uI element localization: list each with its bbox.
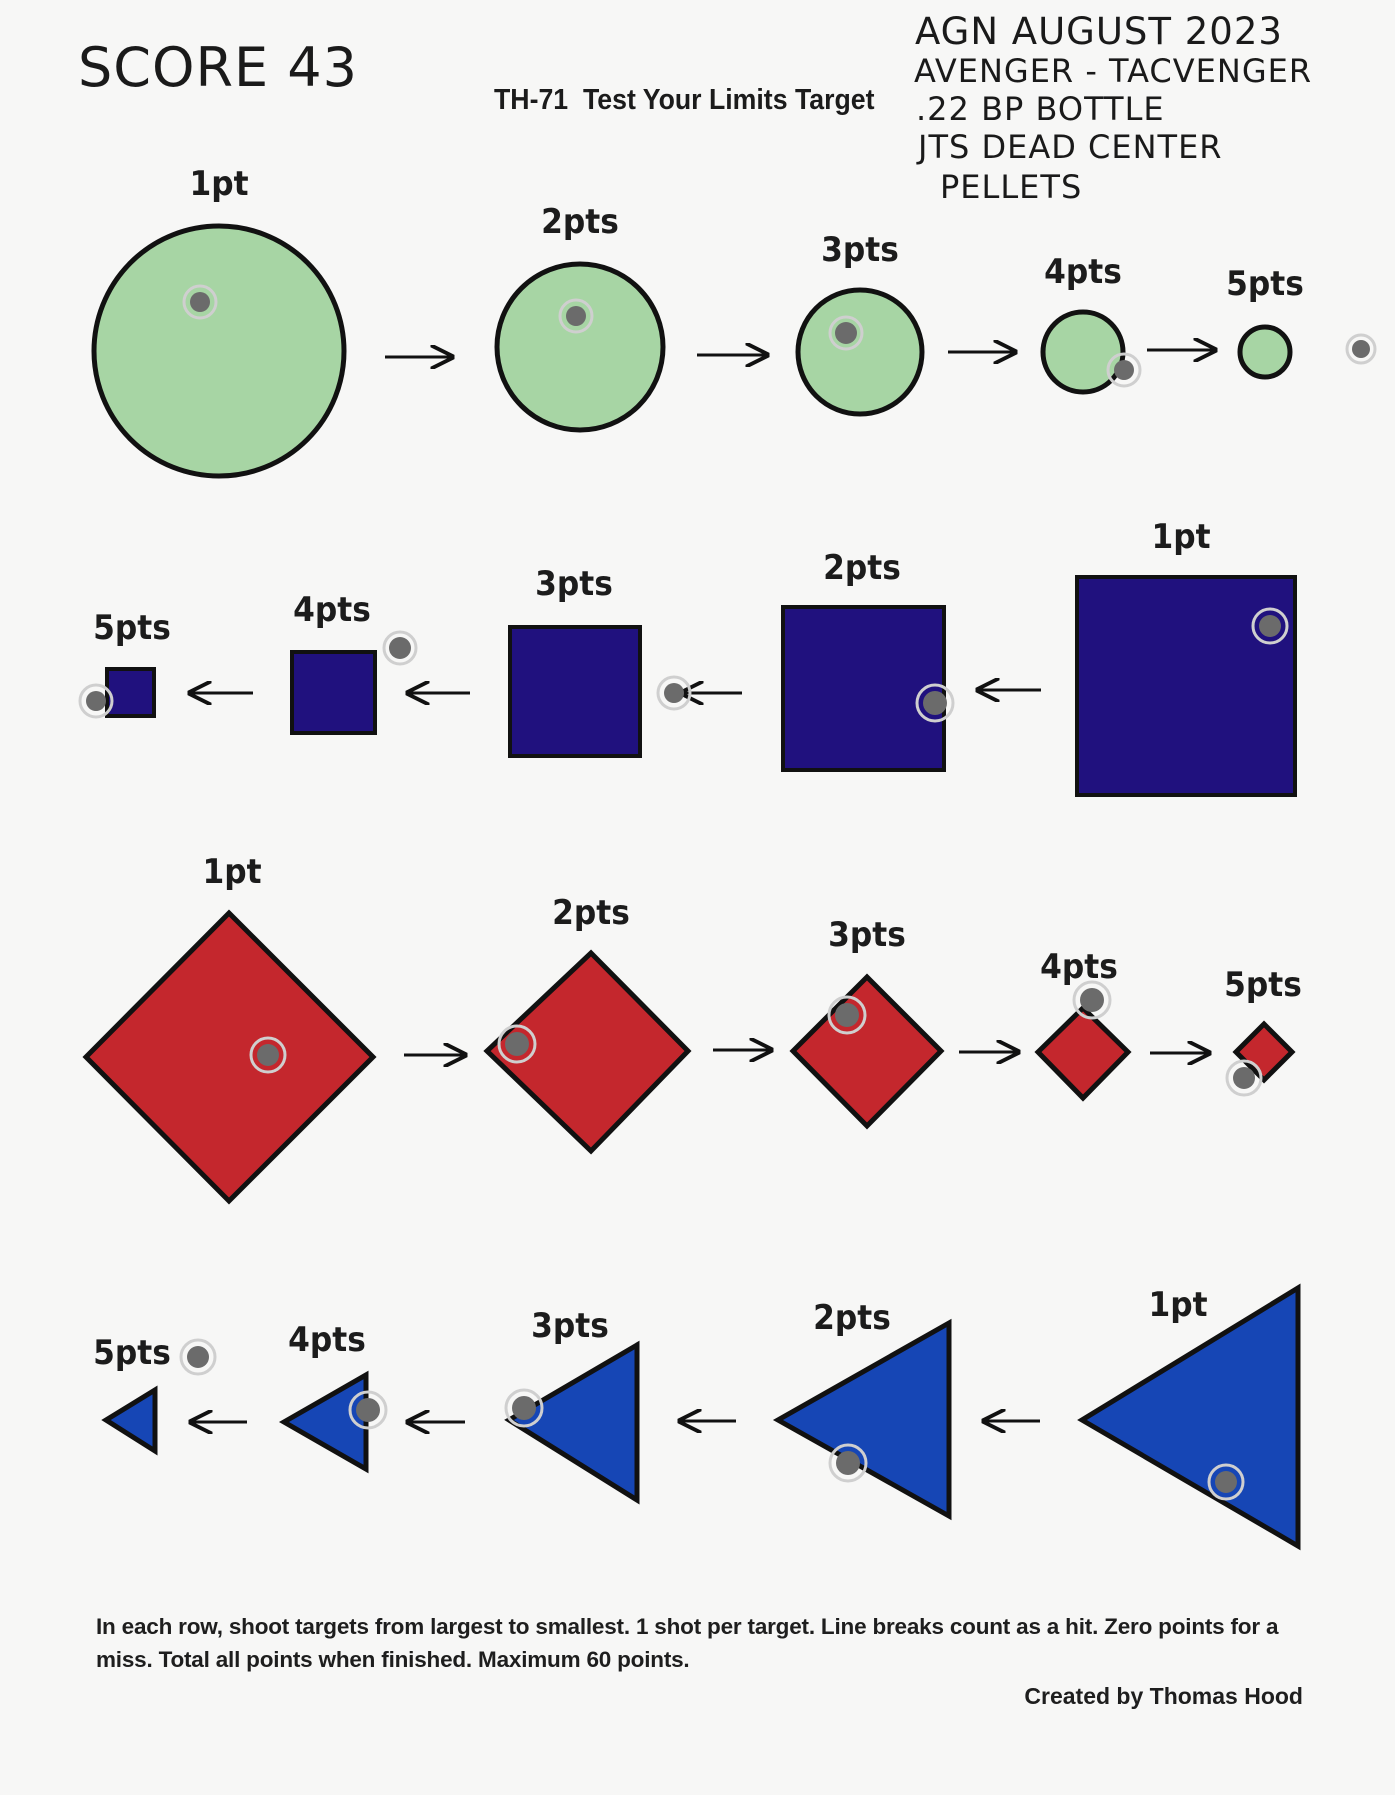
- pellet-hole: [558, 298, 594, 334]
- credit-text: Created by Thomas Hood: [1024, 1683, 1303, 1709]
- circle-target-2pts[interactable]: [494, 261, 666, 433]
- pellet-hole: [1345, 333, 1377, 365]
- pellet-hole: [497, 1024, 537, 1064]
- diamond-row: [82, 909, 1296, 1205]
- handwritten-note-1: AGN AUGUST 2023: [915, 10, 1283, 53]
- square-target-3pts[interactable]: [508, 625, 642, 758]
- pellet-hole: [828, 1443, 868, 1483]
- triangle-target-1pt[interactable]: [1077, 1283, 1301, 1551]
- handwritten-note-4: JTS DEAD CENTER: [918, 128, 1223, 166]
- square-target-2pts[interactable]: [781, 605, 946, 772]
- square-target-4pts[interactable]: [290, 650, 377, 735]
- square-label-1: 1pt: [1151, 517, 1211, 557]
- handwritten-note-2: AVENGER - TACVENGER: [914, 52, 1313, 90]
- sheet-title: TH-71 Test Your Limits Target: [494, 84, 875, 116]
- triangle-target-2pts[interactable]: [772, 1318, 952, 1521]
- diamond-label-2: 2pts: [552, 893, 630, 933]
- instructions-text: In each row, shoot targets from largest …: [96, 1614, 1279, 1672]
- pellet-hole: [504, 1388, 544, 1428]
- pellet-hole: [1225, 1059, 1263, 1097]
- pellet-hole: [1106, 352, 1142, 388]
- circle-row: [91, 223, 1293, 479]
- diamond-label-5: 5pts: [1224, 965, 1302, 1005]
- triangle-label-1: 1pt: [1148, 1285, 1208, 1325]
- triangle-label-5: 5pts: [93, 1333, 171, 1373]
- pellet-hole: [179, 1338, 217, 1376]
- triangle-label-3: 3pts: [531, 1306, 609, 1346]
- diamond-label-3: 3pts: [828, 915, 906, 955]
- pellet-hole: [78, 683, 114, 719]
- triangle-row: [101, 1283, 1301, 1551]
- pellet-hole: [249, 1036, 287, 1074]
- circle-label-4: 4pts: [1044, 252, 1122, 292]
- circle-target-3pts[interactable]: [795, 287, 925, 417]
- handwritten-note-5: PELLETS: [940, 168, 1083, 206]
- diamond-target-2pts[interactable]: [483, 949, 692, 1155]
- handwritten-score: SCORE 43: [78, 36, 359, 99]
- pellet-hole: [348, 1390, 388, 1430]
- pellet-hole: [1251, 607, 1289, 645]
- diamond-target-3pts[interactable]: [789, 973, 945, 1130]
- pellet-hole: [915, 683, 955, 723]
- triangle-target-5pts[interactable]: [101, 1385, 158, 1456]
- pellet-hole: [656, 675, 692, 711]
- diamond-target-4pts[interactable]: [1034, 1004, 1132, 1102]
- triangle-label-2: 2pts: [813, 1298, 891, 1338]
- circle-label-3: 3pts: [821, 230, 899, 270]
- square-label-5: 5pts: [93, 608, 171, 648]
- pellet-hole: [828, 315, 864, 351]
- circle-target-5pts[interactable]: [1237, 324, 1293, 380]
- square-label-2: 2pts: [823, 548, 901, 588]
- triangle-target-4pts[interactable]: [278, 1370, 369, 1474]
- diamond-target-1pt[interactable]: [82, 909, 377, 1205]
- circle-label-1: 1pt: [189, 164, 249, 204]
- triangle-label-4: 4pts: [288, 1320, 366, 1360]
- circle-target-1pt[interactable]: [91, 223, 347, 479]
- square-row: [105, 575, 1297, 797]
- diamond-label-1: 1pt: [202, 852, 262, 892]
- circle-label-5: 5pts: [1226, 264, 1304, 304]
- diamond-target-5pts[interactable]: [1232, 1020, 1296, 1084]
- circle-target-4pts[interactable]: [1040, 309, 1126, 395]
- pellet-hole: [382, 630, 418, 666]
- pellet-hole: [827, 995, 867, 1035]
- pellet-holes: [78, 284, 1377, 1501]
- square-label-4: 4pts: [293, 590, 371, 630]
- circle-label-2: 2pts: [541, 202, 619, 242]
- square-label-3: 3pts: [535, 564, 613, 604]
- diamond-label-4: 4pts: [1040, 947, 1118, 987]
- triangle-target-3pts[interactable]: [504, 1340, 640, 1505]
- square-target-5pts[interactable]: [105, 667, 156, 718]
- pellet-hole: [1207, 1463, 1245, 1501]
- pellet-hole: [1072, 980, 1112, 1020]
- handwritten-note-3: .22 BP BOTTLE: [916, 90, 1165, 128]
- pellet-hole: [182, 284, 218, 320]
